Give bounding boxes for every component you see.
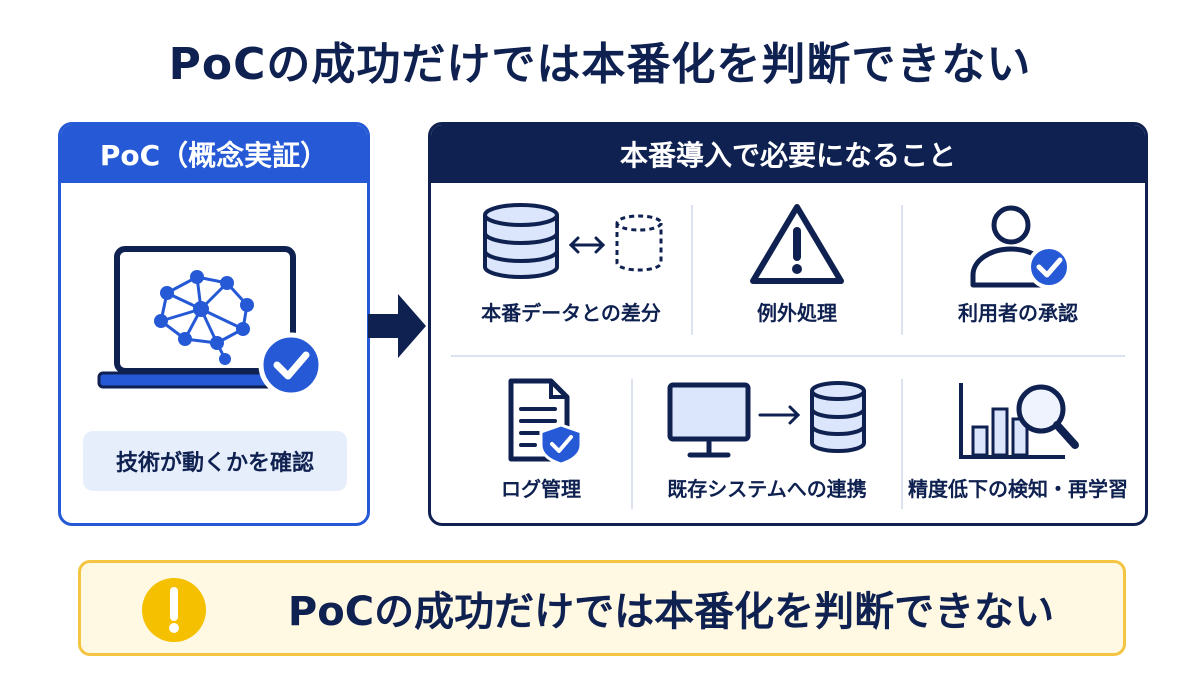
chart-magnifier-icon [959,383,1079,459]
page-title: PoCの成功だけでは本番化を判断できない [168,39,1032,90]
requirement-item: 例外処理 [693,201,901,351]
requirement-label: 本番データとの差分 [481,301,661,325]
requirement-item: 本番データとの差分 [451,201,691,351]
requirement-item: 利用者の承認 [903,201,1133,351]
exclamation-icon [141,577,207,647]
user-check-icon [970,205,1071,289]
divider [451,355,1125,357]
callout-banner: PoCの成功だけでは本番化を判断できない [78,560,1126,656]
poc-header: PoC（概念実証） [61,125,367,183]
poc-label: 技術が動くかを確認 [83,431,347,491]
requirement-label: 既存システムへの連携 [667,477,867,501]
warning-icon [750,204,844,284]
laptop-ai-icon [97,243,337,407]
requirement-label: ログ管理 [501,477,581,501]
divider [901,205,903,335]
requirements-grid: 本番データとの差分 例外処理 利用者の承認 [431,183,1145,523]
database-diff-icon [483,203,663,279]
arrow-right-icon [368,294,428,362]
divider [901,379,903,509]
requirement-item: 既存システムへの連携 [633,375,901,523]
requirements-panel: 本番導入で必要になること [428,122,1148,526]
monitor-to-database-icon [667,381,866,458]
requirement-label: 利用者の承認 [958,301,1078,325]
requirements-header: 本番導入で必要になること [431,125,1145,183]
poc-panel: PoC（概念実証） [58,122,370,526]
callout-text: PoCの成功だけでは本番化を判断できない [287,589,1055,635]
divider [631,379,633,509]
requirement-item: ログ管理 [451,375,631,523]
divider [691,205,693,335]
requirement-label: 精度低下の検知・再学習 [908,477,1128,501]
requirement-label: 例外処理 [757,301,837,325]
document-shield-icon [508,378,583,465]
requirement-item: 精度低下の検知・再学習 [903,375,1133,523]
